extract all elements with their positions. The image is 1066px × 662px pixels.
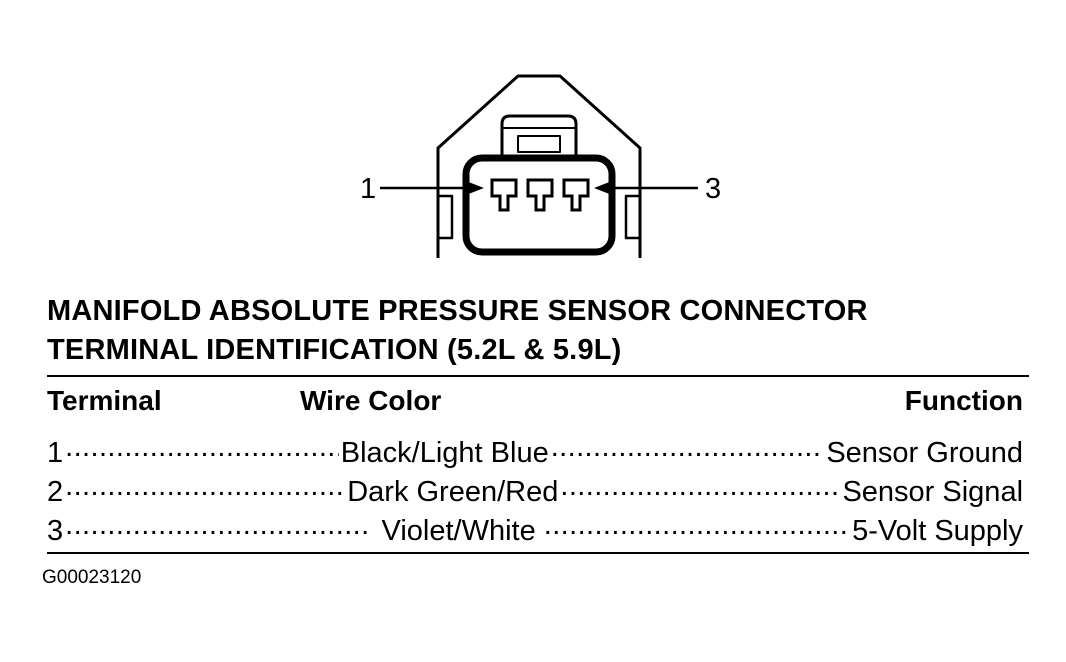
title-line-2: TERMINAL IDENTIFICATION (5.2L & 5.9L) [47, 334, 622, 366]
terminal-2-pin [526, 178, 554, 212]
dot-leader [551, 433, 825, 462]
table-row: 1 Black/Light Blue Sensor Ground [47, 433, 1023, 469]
row-wire-color: Violet/White [381, 515, 536, 547]
row-wire-color: Dark Green/Red [347, 476, 559, 508]
header-wire-color: Wire Color [300, 385, 442, 416]
connector-housing-outline [436, 74, 642, 258]
row-terminal: 2 [47, 476, 64, 508]
dot-leader [65, 511, 371, 540]
terminal-1-label: 1 [360, 173, 376, 205]
left-latch-outline [438, 194, 454, 240]
terminal-3-label: 3 [705, 173, 721, 205]
dot-leader [560, 472, 840, 501]
lock-tab-outline [500, 114, 578, 158]
right-latch-outline [624, 194, 640, 240]
row-function: Sensor Ground [826, 437, 1023, 469]
header-function: Function [904, 385, 1023, 416]
row-terminal: 1 [47, 437, 64, 469]
terminal-cavity-outline [462, 154, 616, 256]
table-row: 2 Dark Green/Red Sensor Signal [47, 472, 1024, 508]
dot-leader [65, 472, 345, 501]
dot-leader [65, 433, 339, 462]
connector-diagram: 1 3 [360, 74, 721, 258]
title-line-1: MANIFOLD ABSOLUTE PRESSURE SENSOR CONNEC… [47, 295, 868, 327]
table-bottom-rule [47, 552, 1029, 554]
table-row: 3 Violet/White 5-Volt Supply [47, 511, 1023, 547]
row-function: Sensor Signal [842, 476, 1024, 508]
terminal-3-pin [562, 178, 590, 212]
figure-id: G00023120 [42, 567, 142, 588]
row-terminal: 3 [47, 515, 64, 547]
header-terminal: Terminal [47, 385, 162, 416]
row-function: 5-Volt Supply [852, 515, 1023, 547]
table-top-rule [47, 375, 1029, 377]
row-wire-color: Black/Light Blue [340, 437, 549, 469]
terminal-1-pin [490, 178, 518, 212]
dot-leader [544, 511, 850, 540]
